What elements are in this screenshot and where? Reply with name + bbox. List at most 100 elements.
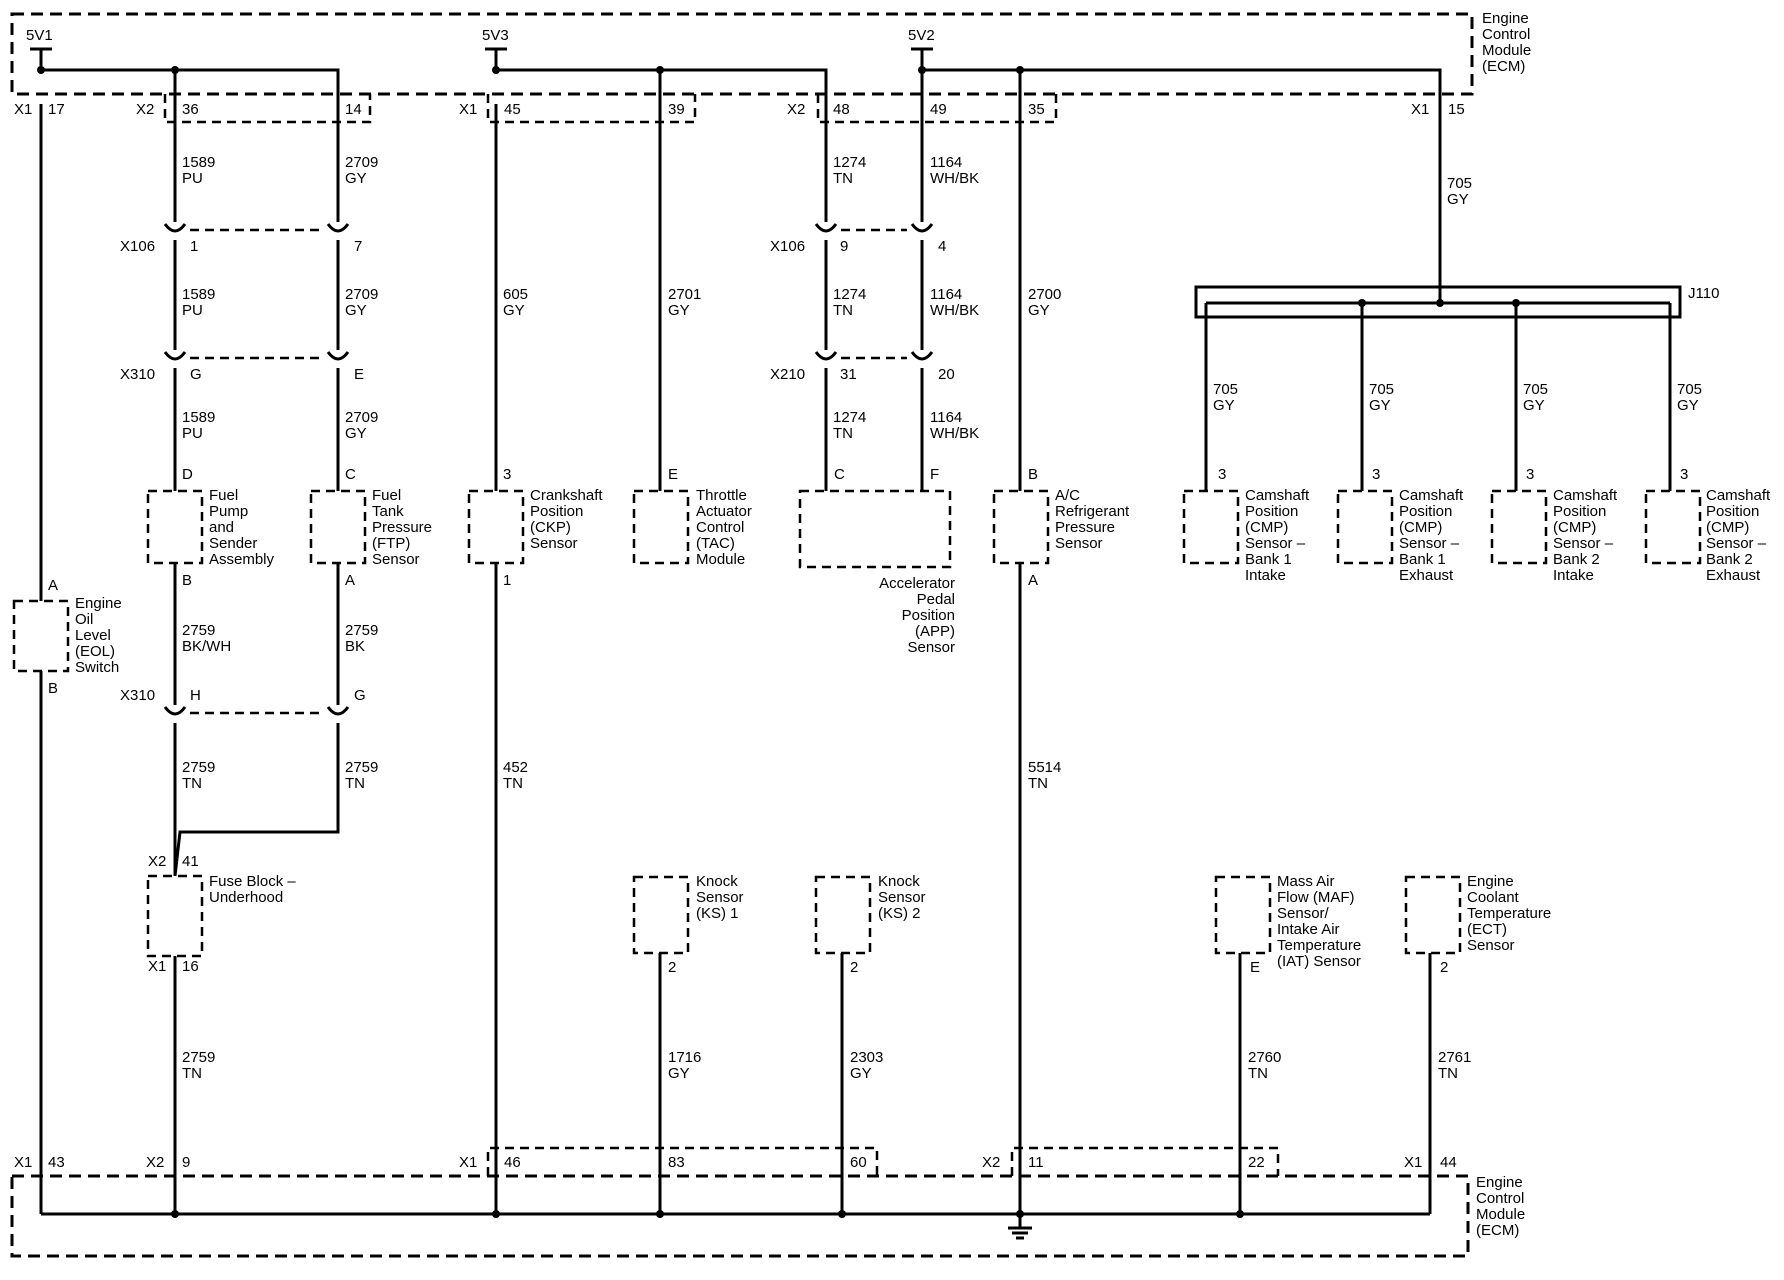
svg-text:B: B [1028,466,1038,483]
app-sensor: C F Accelerator Pedal Position (APP) Sen… [798,466,955,656]
svg-text:TN: TN [1438,1065,1458,1082]
svg-text:BK/WH: BK/WH [182,638,231,655]
svg-text:F: F [930,466,939,483]
svg-text:5V3: 5V3 [482,27,509,44]
svg-text:1589: 1589 [182,154,215,171]
svg-text:3: 3 [1680,466,1688,483]
power-supply-5v3: 5V3 [482,27,509,70]
svg-text:Control: Control [696,519,744,536]
svg-text:16: 16 [182,958,199,975]
cmp-sensor-bank2-exhaust: 3 Camshaft Position (CMP) Sensor – Bank … [1644,466,1771,584]
svg-text:Throttle: Throttle [696,487,747,504]
svg-text:1716: 1716 [668,1049,701,1066]
svg-text:GY: GY [345,425,367,442]
svg-text:Tank: Tank [372,503,404,520]
svg-text:Refrigerant: Refrigerant [1055,503,1130,520]
svg-text:Fuel: Fuel [372,487,401,504]
svg-text:60: 60 [850,1154,867,1171]
svg-text:GY: GY [345,302,367,319]
svg-text:605: 605 [503,286,528,303]
ac-refrigerant-pressure-sensor: B A A/C Refrigerant Pressure Sensor [992,466,1130,589]
tac-module: E Throttle Actuator Control (TAC) Module [632,466,752,568]
svg-text:2759: 2759 [182,1049,215,1066]
svg-text:E: E [668,466,678,483]
svg-text:Pedal: Pedal [917,591,955,608]
svg-text:A/C: A/C [1055,487,1080,504]
wire-labels: 1589 PU 1589 PU 1589 PU 2709 GY 2709 GY … [182,154,1702,1082]
svg-text:Sensor: Sensor [696,889,744,906]
svg-text:Exhaust: Exhaust [1706,567,1761,584]
svg-text:705: 705 [1369,381,1394,398]
svg-text:Bank 2: Bank 2 [1553,551,1600,568]
svg-text:(CMP): (CMP) [1245,519,1288,536]
svg-text:35: 35 [1028,101,1045,118]
svg-text:X1: X1 [1404,1154,1422,1171]
cmp-sensor-bank1-exhaust: 3 Camshaft Position (CMP) Sensor – Bank … [1336,466,1464,584]
svg-text:Module: Module [696,551,745,568]
svg-text:TN: TN [1248,1065,1268,1082]
svg-text:Level: Level [75,627,111,644]
svg-text:Engine: Engine [75,595,122,612]
svg-text:2701: 2701 [668,286,701,303]
svg-text:WH/BK: WH/BK [930,170,979,187]
ecm-bottom-module: Engine Control Module (ECM) [10,1174,1525,1258]
svg-text:A: A [48,577,58,594]
ect-sensor: 2 Engine Coolant Temperature (ECT) Senso… [1404,873,1551,976]
svg-text:5514: 5514 [1028,759,1061,776]
svg-text:2709: 2709 [345,409,378,426]
svg-text:Exhaust: Exhaust [1399,567,1454,584]
svg-text:Sensor: Sensor [1467,937,1515,954]
svg-text:(KS) 1: (KS) 1 [696,905,739,922]
splice-j110 [1194,285,1682,319]
svg-text:705: 705 [1677,381,1702,398]
inline-connector-x106-right: X106 9 4 [770,223,946,255]
svg-text:20: 20 [938,366,955,383]
svg-text:Camshaft: Camshaft [1553,487,1618,504]
svg-text:Switch: Switch [75,659,119,676]
svg-text:X2: X2 [136,101,154,118]
bus-5v1 [41,68,340,104]
svg-text:Position: Position [1553,503,1606,520]
svg-text:41: 41 [182,853,199,870]
svg-text:1164: 1164 [930,154,962,171]
svg-text:Bank 1: Bank 1 [1245,551,1292,568]
svg-text:Actuator: Actuator [696,503,752,520]
svg-text:Temperature: Temperature [1277,937,1361,954]
svg-text:E: E [354,366,364,383]
svg-text:2700: 2700 [1028,286,1061,303]
svg-text:705: 705 [1447,175,1472,192]
svg-text:1274: 1274 [833,154,866,171]
svg-text:(EOL): (EOL) [75,643,115,660]
svg-text:Sensor: Sensor [907,639,955,656]
svg-text:Pressure: Pressure [1055,519,1115,536]
svg-text:GY: GY [850,1065,872,1082]
power-supply-5v1: 5V1 [26,27,53,70]
inline-connector-x106-left: X106 1 7 [120,223,362,255]
svg-text:Bank 1: Bank 1 [1399,551,1446,568]
svg-text:3: 3 [1218,466,1226,483]
svg-text:2759: 2759 [182,622,215,639]
svg-text:TN: TN [1028,775,1048,792]
svg-text:Camshaft: Camshaft [1706,487,1771,504]
svg-text:1589: 1589 [182,286,215,303]
ecm-bottom-pins: X1 43 X2 9 X1 46 83 60 X2 11 22 X1 44 [14,1154,1457,1171]
ecm-bottom-label: Engine [1476,1174,1523,1191]
ground-icon [1008,1214,1032,1240]
svg-text:31: 31 [840,366,857,383]
svg-text:39: 39 [668,101,685,118]
svg-text:X1: X1 [14,101,32,118]
svg-text:5V2: 5V2 [908,27,935,44]
svg-text:43: 43 [48,1154,65,1171]
svg-text:TN: TN [833,425,853,442]
svg-text:GY: GY [1369,397,1391,414]
svg-text:X106: X106 [120,238,155,255]
svg-text:(ECT): (ECT) [1467,921,1507,938]
svg-text:TN: TN [182,775,202,792]
svg-text:(FTP): (FTP) [372,535,410,552]
svg-text:Camshaft: Camshaft [1245,487,1310,504]
svg-text:GY: GY [1523,397,1545,414]
svg-text:Mass Air: Mass Air [1277,873,1335,890]
svg-text:GY: GY [503,302,525,319]
svg-text:X2: X2 [148,853,166,870]
svg-text:GY: GY [1213,397,1235,414]
